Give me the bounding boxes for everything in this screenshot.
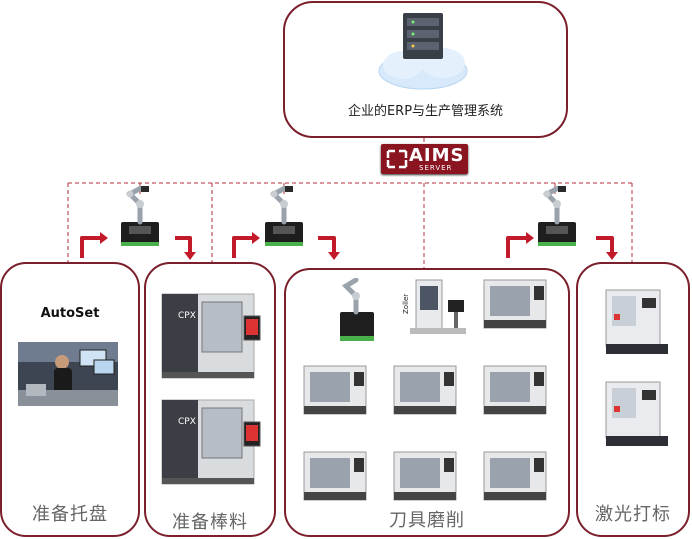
arrow-heads	[100, 232, 618, 260]
laser-marker-1-icon	[605, 289, 668, 354]
grinder-r2c3-icon	[483, 451, 547, 501]
laser-marker-2-icon	[605, 381, 668, 446]
flow-arrow-3b	[596, 236, 614, 252]
grinder-r1c1-icon	[303, 365, 367, 415]
grinder-r2c2-icon	[393, 451, 457, 501]
grinder-top-icon	[483, 279, 547, 329]
flow-arrow-2a	[232, 236, 252, 258]
grinding-robot-icon	[340, 278, 374, 341]
aims-sub: SERVER	[419, 164, 453, 172]
zoller-presetter-icon: Zoller	[402, 279, 466, 334]
erp-title: 企业的ERP与生产管理系统	[347, 104, 504, 119]
autoset-workstation-photo	[18, 342, 118, 406]
robot-cart-2-icon	[265, 186, 303, 246]
flow-arrow-1b	[175, 236, 192, 252]
cpx-machine-2-photo: CPX	[161, 399, 261, 485]
flow-arrow-2b	[318, 236, 336, 252]
caption-laser: 激光打标	[595, 504, 671, 525]
cpx-machine-1-photo: CPX	[161, 293, 261, 379]
erp-system-box: 企业的ERP与生产管理系统	[283, 1, 568, 138]
caption-bar: 准备棒料	[172, 512, 248, 533]
dashed-connections	[67, 138, 633, 268]
flow-arrows	[80, 236, 614, 258]
station-pallet-box: AutoSet 准备托盘	[0, 262, 140, 537]
autoset-label: AutoSet	[40, 306, 100, 321]
cpx-brand-text-2: CPX	[178, 417, 196, 427]
cpx-brand-text-1: CPX	[178, 311, 196, 321]
aims-logo-icon	[386, 149, 408, 169]
station-bar-box: CPX CPX 准备棒料	[144, 262, 276, 537]
grinder-r1c3-icon	[483, 365, 547, 415]
flow-arrow-1a	[80, 236, 100, 258]
aims-server-badge: AIMS SERVER	[381, 144, 468, 174]
station-laser-box: 激光打标	[576, 262, 690, 537]
robot-cart-1-icon	[121, 186, 159, 246]
grinder-r2c1-icon	[303, 451, 367, 501]
flow-arrow-3a	[506, 236, 526, 258]
aims-name: AIMS	[409, 145, 465, 166]
zoller-brand-text: Zoller	[402, 294, 410, 314]
caption-grinding: 刀具磨削	[389, 510, 465, 531]
robot-cart-3-icon	[538, 186, 576, 246]
caption-pallet: 准备托盘	[32, 504, 108, 525]
cloud-server-icon	[378, 13, 468, 90]
station-grinding-box: Zoller 刀具磨	[284, 268, 570, 537]
grinder-r1c2-icon	[393, 365, 457, 415]
